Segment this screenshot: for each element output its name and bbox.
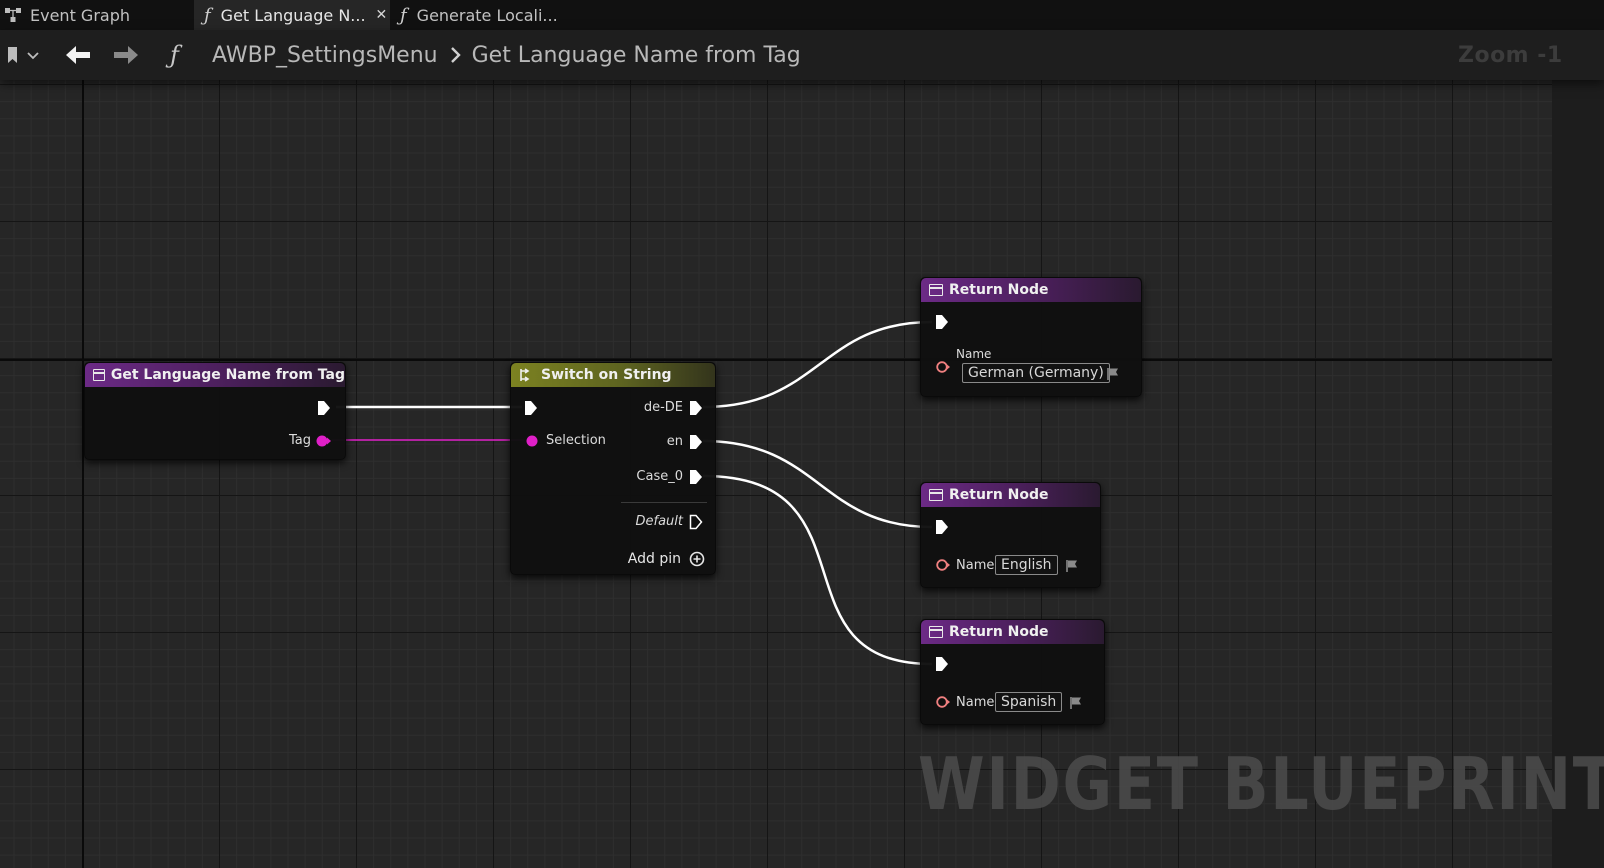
- name-input-pin[interactable]: [935, 558, 951, 572]
- return-node-english[interactable]: Return Node Name English: [920, 482, 1101, 588]
- flag-icon[interactable]: [1106, 367, 1120, 381]
- node-title: Get Language Name from Tag: [110, 367, 345, 383]
- tag-pin-label: Tag: [288, 433, 311, 448]
- name-pin-label: Name: [956, 695, 995, 710]
- tab-generate-localization[interactable]: ƒ Generate Locali...: [400, 0, 600, 30]
- breadcrumb: AWBP_SettingsMenu Get Language Name from…: [212, 30, 801, 80]
- function-node-icon: [929, 284, 943, 296]
- bookmark-icon: [8, 47, 17, 63]
- return-node-spanish[interactable]: Return Node Name Spanish: [920, 619, 1105, 725]
- function-entry-node[interactable]: Get Language Name from Tag Tag: [84, 362, 346, 460]
- selection-input-pin[interactable]: [525, 434, 539, 448]
- node-title: Switch on String: [541, 367, 672, 383]
- name-value-input[interactable]: English: [995, 555, 1058, 575]
- name-input-pin[interactable]: [935, 695, 951, 709]
- node-header[interactable]: Return Node: [921, 278, 1141, 302]
- close-icon[interactable]: ✕: [375, 7, 388, 23]
- exec-in-pin[interactable]: [935, 314, 949, 330]
- exec-in-pin[interactable]: [935, 656, 949, 672]
- node-title: Return Node: [949, 282, 1049, 298]
- node-header[interactable]: Get Language Name from Tag: [85, 363, 345, 387]
- breadcrumb-blueprint[interactable]: AWBP_SettingsMenu: [212, 42, 438, 68]
- en-pin-label: en: [666, 434, 683, 449]
- exec-in-pin[interactable]: [935, 519, 949, 535]
- widget-blueprint-watermark: WIDGET BLUEPRINT: [918, 742, 1604, 826]
- chevron-down-icon: [27, 52, 39, 60]
- zoom-label: Zoom -1: [1458, 42, 1563, 68]
- de-de-exec-pin[interactable]: [689, 400, 703, 416]
- document-tab-bar: Event Graph ƒ Get Language N... ✕ ƒ Gene…: [0, 0, 1604, 30]
- tag-output-pin[interactable]: [316, 434, 332, 448]
- arrow-left-icon: [66, 46, 90, 64]
- name-value-input[interactable]: Spanish: [995, 692, 1063, 712]
- function-node-icon: [929, 626, 943, 638]
- flag-icon[interactable]: [1065, 559, 1079, 573]
- pin-divider: [621, 502, 707, 503]
- default-exec-pin[interactable]: [689, 514, 703, 530]
- bookmark-button[interactable]: [6, 30, 40, 80]
- graph-origin-axis-horizontal: [0, 359, 1604, 361]
- node-title: Return Node: [949, 487, 1049, 503]
- tab-label: Get Language N...: [220, 5, 366, 25]
- de-de-pin-label: de-DE: [643, 400, 683, 415]
- add-pin-label: Add pin: [627, 551, 681, 567]
- selection-pin-label: Selection: [546, 433, 606, 448]
- case-0-exec-pin[interactable]: [689, 469, 703, 485]
- arrow-right-icon: [114, 46, 138, 64]
- back-button[interactable]: [64, 30, 92, 80]
- tab-get-language-name[interactable]: ƒ Get Language N... ✕: [194, 0, 390, 30]
- node-header[interactable]: Switch on String: [511, 363, 715, 387]
- add-circle-icon: [689, 551, 705, 567]
- function-node-icon: [929, 489, 943, 501]
- breadcrumb-function[interactable]: Get Language Name from Tag: [471, 42, 801, 68]
- node-header[interactable]: Return Node: [921, 620, 1104, 644]
- en-exec-pin[interactable]: [689, 434, 703, 450]
- name-pin-label: Name: [956, 558, 995, 573]
- flag-icon[interactable]: [1069, 696, 1083, 710]
- event-graph-icon: [5, 8, 21, 22]
- default-pin-label: Default: [635, 514, 684, 529]
- zoom-level: Zoom -1: [1458, 30, 1563, 80]
- add-pin-button[interactable]: Add pin: [628, 551, 705, 567]
- function-icon: ƒ: [400, 4, 407, 26]
- chevron-right-icon: [450, 47, 461, 63]
- node-header[interactable]: Return Node: [921, 483, 1100, 507]
- tab-label: Generate Locali...: [416, 5, 558, 25]
- graph-toolbar: ƒ AWBP_SettingsMenu Get Language Name fr…: [0, 30, 1604, 80]
- forward-button[interactable]: [112, 30, 140, 80]
- name-input-pin[interactable]: [935, 360, 951, 374]
- name-pin-label: Name: [956, 347, 992, 361]
- graph-origin-axis-vertical: [82, 80, 84, 868]
- function-icon: ƒ: [170, 41, 179, 69]
- function-icon: ƒ: [204, 4, 211, 26]
- case-0-pin-label: Case_0: [636, 469, 683, 484]
- tab-event-graph[interactable]: Event Graph: [4, 0, 194, 30]
- exec-out-pin[interactable]: [317, 400, 331, 416]
- name-value-input[interactable]: German (Germany): [962, 363, 1110, 383]
- switch-icon: [520, 368, 530, 382]
- function-node-icon: [93, 369, 105, 381]
- switch-on-string-node[interactable]: Switch on String Selection de-DE en Case…: [510, 362, 716, 575]
- node-title: Return Node: [949, 624, 1049, 640]
- exec-in-pin[interactable]: [524, 400, 538, 416]
- tab-label: Event Graph: [30, 5, 130, 25]
- canvas-right-margin: [1552, 80, 1604, 868]
- return-node-german[interactable]: Return Node Name German (Germany): [920, 277, 1142, 397]
